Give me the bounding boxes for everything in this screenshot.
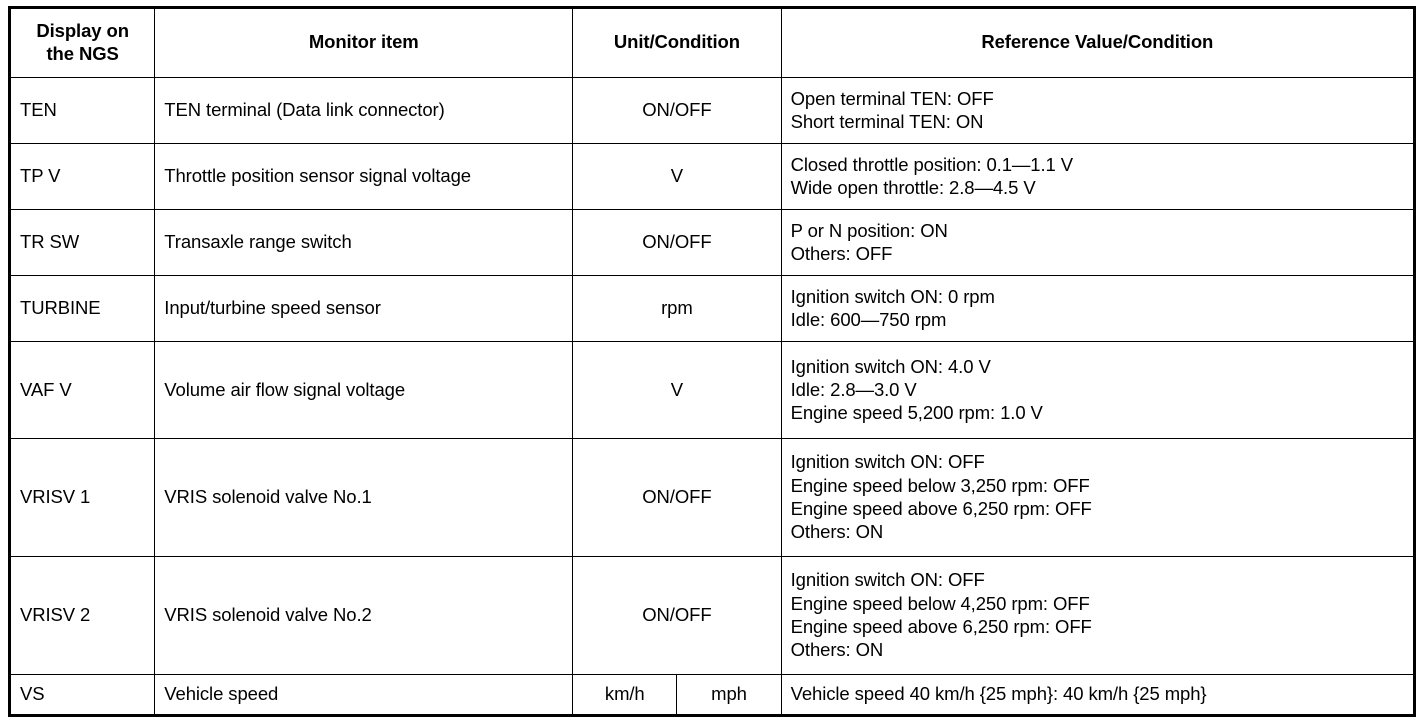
reference-value-text: Ignition switch ON: OFF Engine speed bel… bbox=[790, 451, 1092, 543]
table-row: TR SW Transaxle range switch ON/OFF P or… bbox=[8, 209, 1416, 276]
monitor-item-value: Vehicle speed bbox=[164, 683, 279, 705]
ngs-display-value: VS bbox=[20, 683, 45, 705]
unit-metric-value: km/h bbox=[604, 683, 645, 705]
unit-condition-value: ON/OFF bbox=[642, 231, 712, 253]
cell-reference-value-condition: Vehicle speed 40 km/h {25 mph}: 40 km/h … bbox=[780, 674, 1416, 716]
table-header-row: Display on the NGS Monitor item Unit/Con… bbox=[8, 7, 1416, 78]
cell-display-on-the-ngs: VRISV 2 bbox=[8, 556, 156, 675]
column-header-label: Reference Value/Condition bbox=[981, 31, 1214, 53]
cell-unit-condition: rpm bbox=[572, 275, 782, 342]
column-header-label: Display on the NGS bbox=[36, 20, 129, 64]
monitor-item-value: Volume air flow signal voltage bbox=[164, 378, 406, 400]
ngs-display-value: VRISV 2 bbox=[20, 604, 91, 626]
reference-value-text: Ignition switch ON: 0 rpm Idle: 600—750 … bbox=[790, 285, 995, 330]
cell-display-on-the-ngs: VS bbox=[8, 674, 156, 716]
column-header-unit-condition: Unit/Condition bbox=[572, 7, 782, 78]
column-header-label: Unit/Condition bbox=[613, 31, 740, 53]
reference-value-text: Closed throttle position: 0.1—1.1 V Wide… bbox=[790, 153, 1074, 198]
cell-unit-condition: V bbox=[572, 143, 782, 210]
monitor-item-value: Transaxle range switch bbox=[164, 231, 352, 253]
ngs-display-value: VRISV 1 bbox=[20, 486, 91, 508]
table-row: TP V Throttle position sensor signal vol… bbox=[8, 143, 1416, 210]
ngs-display-value: TP V bbox=[20, 165, 61, 187]
cell-unit-metric: km/h bbox=[572, 674, 678, 716]
cell-reference-value-condition: Ignition switch ON: OFF Engine speed bel… bbox=[780, 438, 1416, 557]
cell-display-on-the-ngs: TEN bbox=[8, 77, 156, 144]
column-header-label: Monitor item bbox=[308, 31, 419, 53]
monitor-item-value: VRIS solenoid valve No.2 bbox=[164, 604, 372, 626]
ngs-display-value: VAF V bbox=[20, 378, 72, 400]
cell-monitor-item: Input/turbine speed sensor bbox=[154, 275, 574, 342]
cell-reference-value-condition: Ignition switch ON: 4.0 V Idle: 2.8—3.0 … bbox=[780, 341, 1416, 439]
unit-imperial-value: mph bbox=[711, 683, 747, 705]
cell-monitor-item: VRIS solenoid valve No.2 bbox=[154, 556, 574, 675]
table-row: VRISV 1 VRIS solenoid valve No.1 ON/OFF … bbox=[8, 438, 1416, 557]
ngs-monitor-item-table: Display on the NGS Monitor item Unit/Con… bbox=[8, 6, 1416, 717]
cell-unit-condition: ON/OFF bbox=[572, 556, 782, 675]
cell-reference-value-condition: Ignition switch ON: 0 rpm Idle: 600—750 … bbox=[780, 275, 1416, 342]
cell-unit-condition: ON/OFF bbox=[572, 77, 782, 144]
reference-value-text: Vehicle speed 40 km/h {25 mph}: 40 km/h … bbox=[790, 683, 1207, 705]
cell-display-on-the-ngs: VRISV 1 bbox=[8, 438, 156, 557]
cell-monitor-item: Transaxle range switch bbox=[154, 209, 574, 276]
table-row: TURBINE Input/turbine speed sensor rpm I… bbox=[8, 275, 1416, 342]
table-row: VAF V Volume air flow signal voltage V I… bbox=[8, 341, 1416, 439]
cell-unit-condition: ON/OFF bbox=[572, 438, 782, 557]
ngs-display-value: TEN bbox=[20, 99, 57, 121]
cell-display-on-the-ngs: TP V bbox=[8, 143, 156, 210]
table-row: VS Vehicle speed km/h mph Vehicle speed … bbox=[8, 674, 1416, 716]
cell-unit-condition: V bbox=[572, 341, 782, 439]
reference-value-text: P or N position: ON Others: OFF bbox=[790, 219, 948, 264]
table-row: VRISV 2 VRIS solenoid valve No.2 ON/OFF … bbox=[8, 556, 1416, 675]
cell-monitor-item: Volume air flow signal voltage bbox=[154, 341, 574, 439]
cell-display-on-the-ngs: TR SW bbox=[8, 209, 156, 276]
cell-display-on-the-ngs: VAF V bbox=[8, 341, 156, 439]
monitor-item-value: VRIS solenoid valve No.1 bbox=[164, 486, 372, 508]
cell-unit-imperial: mph bbox=[676, 674, 782, 716]
cell-reference-value-condition: P or N position: ON Others: OFF bbox=[780, 209, 1416, 276]
monitor-item-value: Throttle position sensor signal voltage bbox=[164, 165, 471, 187]
unit-condition-value: ON/OFF bbox=[642, 604, 712, 626]
unit-condition-value: V bbox=[670, 165, 684, 187]
cell-display-on-the-ngs: TURBINE bbox=[8, 275, 156, 342]
column-header-reference-value-condition: Reference Value/Condition bbox=[780, 7, 1416, 78]
reference-value-text: Ignition switch ON: OFF Engine speed bel… bbox=[790, 569, 1092, 661]
cell-reference-value-condition: Closed throttle position: 0.1—1.1 V Wide… bbox=[780, 143, 1416, 210]
monitor-item-value: TEN terminal (Data link connector) bbox=[164, 99, 445, 121]
ngs-display-value: TURBINE bbox=[20, 297, 101, 319]
reference-value-text: Open terminal TEN: OFF Short terminal TE… bbox=[790, 87, 994, 132]
table-row: TEN TEN terminal (Data link connector) O… bbox=[8, 77, 1416, 144]
cell-reference-value-condition: Open terminal TEN: OFF Short terminal TE… bbox=[780, 77, 1416, 144]
cell-reference-value-condition: Ignition switch ON: OFF Engine speed bel… bbox=[780, 556, 1416, 675]
ngs-display-value: TR SW bbox=[20, 231, 80, 253]
monitor-item-value: Input/turbine speed sensor bbox=[164, 297, 381, 319]
column-header-monitor-item: Monitor item bbox=[154, 7, 574, 78]
unit-condition-value: V bbox=[670, 378, 684, 400]
unit-condition-value: rpm bbox=[661, 297, 693, 319]
reference-value-text: Ignition switch ON: 4.0 V Idle: 2.8—3.0 … bbox=[790, 355, 1043, 424]
cell-monitor-item: Throttle position sensor signal voltage bbox=[154, 143, 574, 210]
cell-monitor-item: TEN terminal (Data link connector) bbox=[154, 77, 574, 144]
cell-unit-condition: ON/OFF bbox=[572, 209, 782, 276]
column-header-display-on-the-ngs: Display on the NGS bbox=[8, 7, 156, 78]
cell-monitor-item: Vehicle speed bbox=[154, 674, 574, 716]
unit-condition-value: ON/OFF bbox=[642, 99, 712, 121]
cell-monitor-item: VRIS solenoid valve No.1 bbox=[154, 438, 574, 557]
unit-condition-value: ON/OFF bbox=[642, 486, 712, 508]
